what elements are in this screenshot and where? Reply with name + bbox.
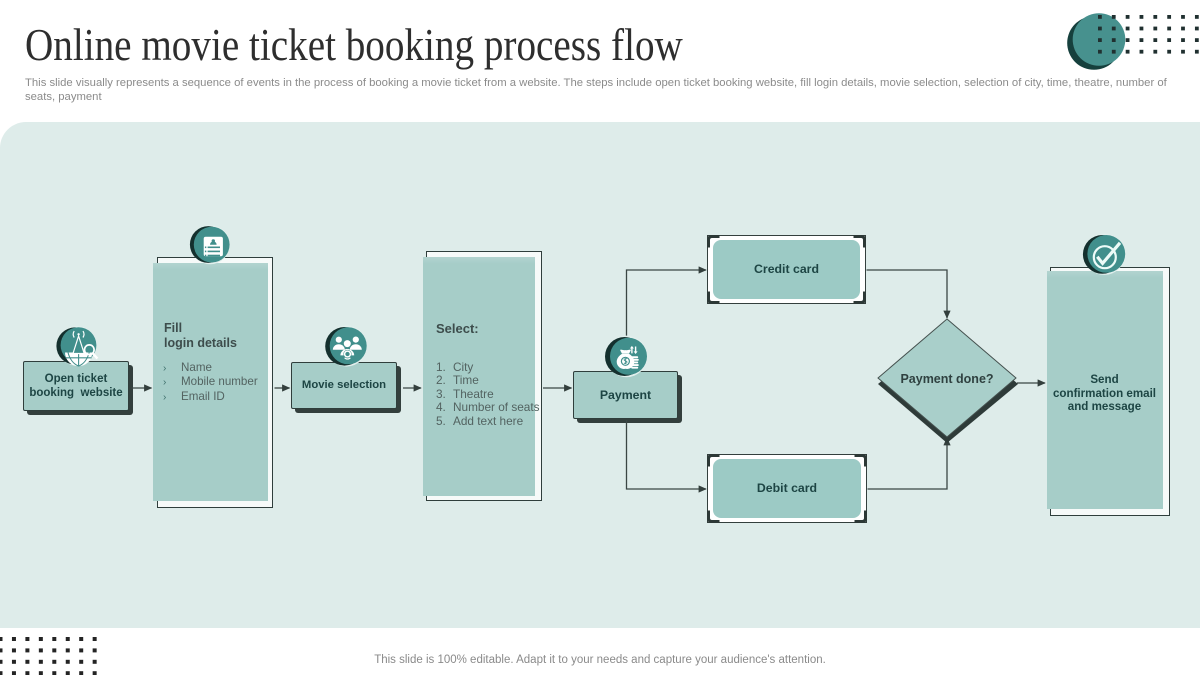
svg-text:Payment done?: Payment done?	[900, 372, 993, 386]
